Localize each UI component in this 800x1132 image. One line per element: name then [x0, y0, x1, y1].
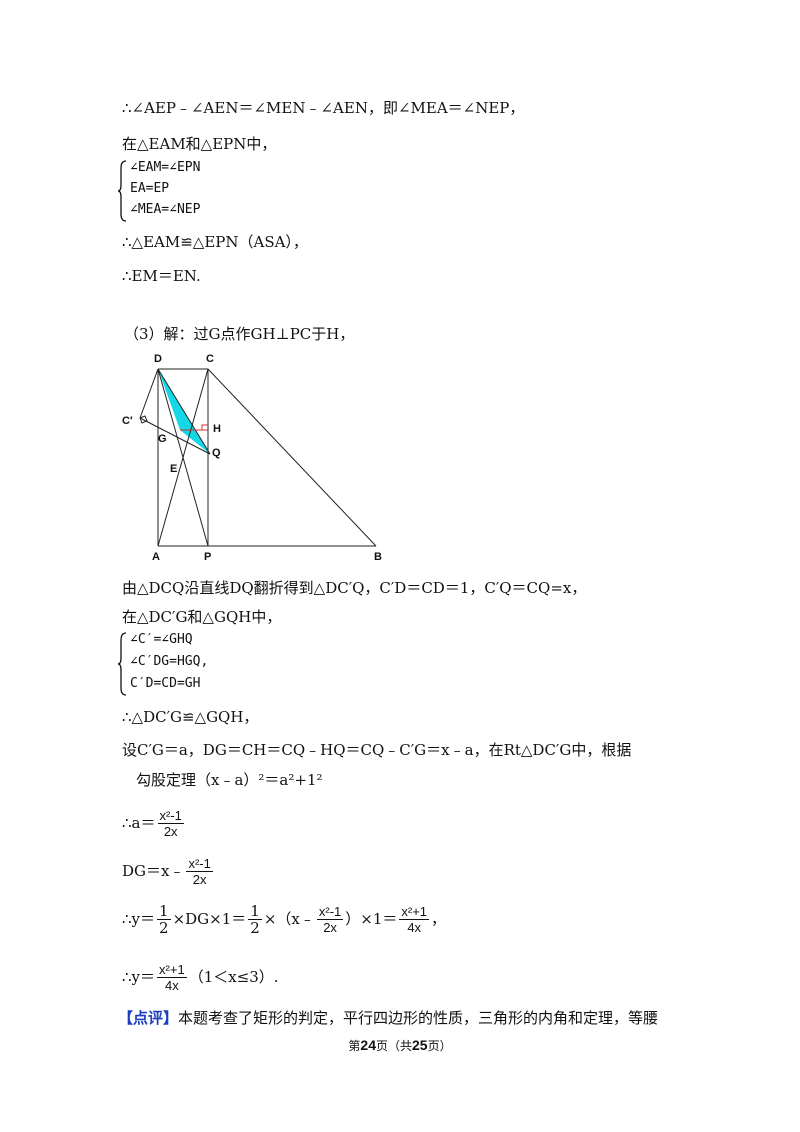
system-row: ∠EAM=∠EPN	[130, 160, 201, 175]
part3-in: 在△DC′G和△GQH中，	[122, 608, 282, 626]
segment-dc-prime	[139, 368, 159, 419]
comment-line: 【点评】本题考查了矩形的判定，平行四边形的性质，三角形的内角和定理，等腰	[118, 1008, 658, 1028]
segment-c-prime-q	[139, 417, 211, 455]
comment-text: 本题考查了矩形的判定，平行四边形的性质，三角形的内角和定理，等腰	[178, 1009, 659, 1027]
part3-fold: 由△DCQ沿直线DQ翻折得到△DC′Q，C′D＝CD＝1，C′Q＝CQ=x，	[122, 579, 587, 597]
label-g: G	[158, 433, 167, 445]
label-c: C	[206, 353, 214, 365]
part3-intro: （3）解：过G点作GH⊥PC于H，	[124, 325, 355, 343]
geometry-figure: D C C′ G H Q E A P B	[122, 353, 382, 563]
segment-dq	[157, 368, 211, 455]
label-d: D	[154, 353, 162, 365]
equation-system-2: ∠C′=∠GHQ ∠C′DG=HGQ, C′D=CD=GH	[118, 632, 338, 696]
part3-let: 设C′G＝a，DG＝CH＝CQ﹣HQ＝CQ﹣C′G＝x﹣a，在Rt△DC′G中，…	[122, 741, 632, 759]
proof-line-conclusion: ∴EM＝EN.	[122, 267, 201, 285]
proof-line-angle: ∴∠AEP﹣∠AEN＝∠MEN﹣∠AEN，即∠MEA＝∠NEP，	[122, 99, 525, 117]
equation-system-1: ∠EAM=∠EPN EA=EP ∠MEA=∠NEP	[118, 160, 338, 222]
brace-icon	[118, 160, 127, 222]
brace-icon	[118, 632, 127, 696]
part3-pythagoras: 勾股定理（x﹣a）²＝a²+1²	[136, 771, 323, 789]
proof-line-congruent: ∴△EAM≌△EPN（ASA），	[122, 233, 308, 251]
proof-line-triangles: 在△EAM和△EPN中，	[122, 135, 277, 153]
comment-tag: 【点评】	[118, 1009, 179, 1027]
segment-cb	[207, 368, 377, 547]
right-angle-mark-h	[201, 424, 208, 430]
system-row: C′D=CD=GH	[130, 676, 201, 691]
system-row: ∠MEA=∠NEP	[130, 202, 201, 217]
label-e: E	[170, 463, 177, 475]
system-row: ∠C′DG=HGQ,	[130, 654, 209, 669]
eq-prefix: ∴a＝	[122, 814, 156, 832]
label-a: A	[152, 551, 160, 563]
page-total: 25	[412, 1037, 428, 1053]
label-p: P	[204, 551, 211, 563]
page-number: 24	[360, 1037, 376, 1053]
right-angle-mark	[139, 415, 148, 424]
system-row: EA=EP	[130, 181, 170, 196]
label-c-prime: C′	[122, 415, 133, 427]
page-footer: 第24页（共25页）	[348, 1037, 452, 1053]
eq-prefix: DG＝x﹣	[122, 862, 185, 880]
part3-congruent: ∴△DC′G≌△GQH，	[122, 708, 259, 726]
system-row: ∠C′=∠GHQ	[130, 632, 193, 647]
diagonal-ca	[157, 368, 209, 547]
label-b: B	[374, 551, 382, 563]
label-h: H	[213, 423, 221, 435]
label-q: Q	[212, 447, 221, 459]
